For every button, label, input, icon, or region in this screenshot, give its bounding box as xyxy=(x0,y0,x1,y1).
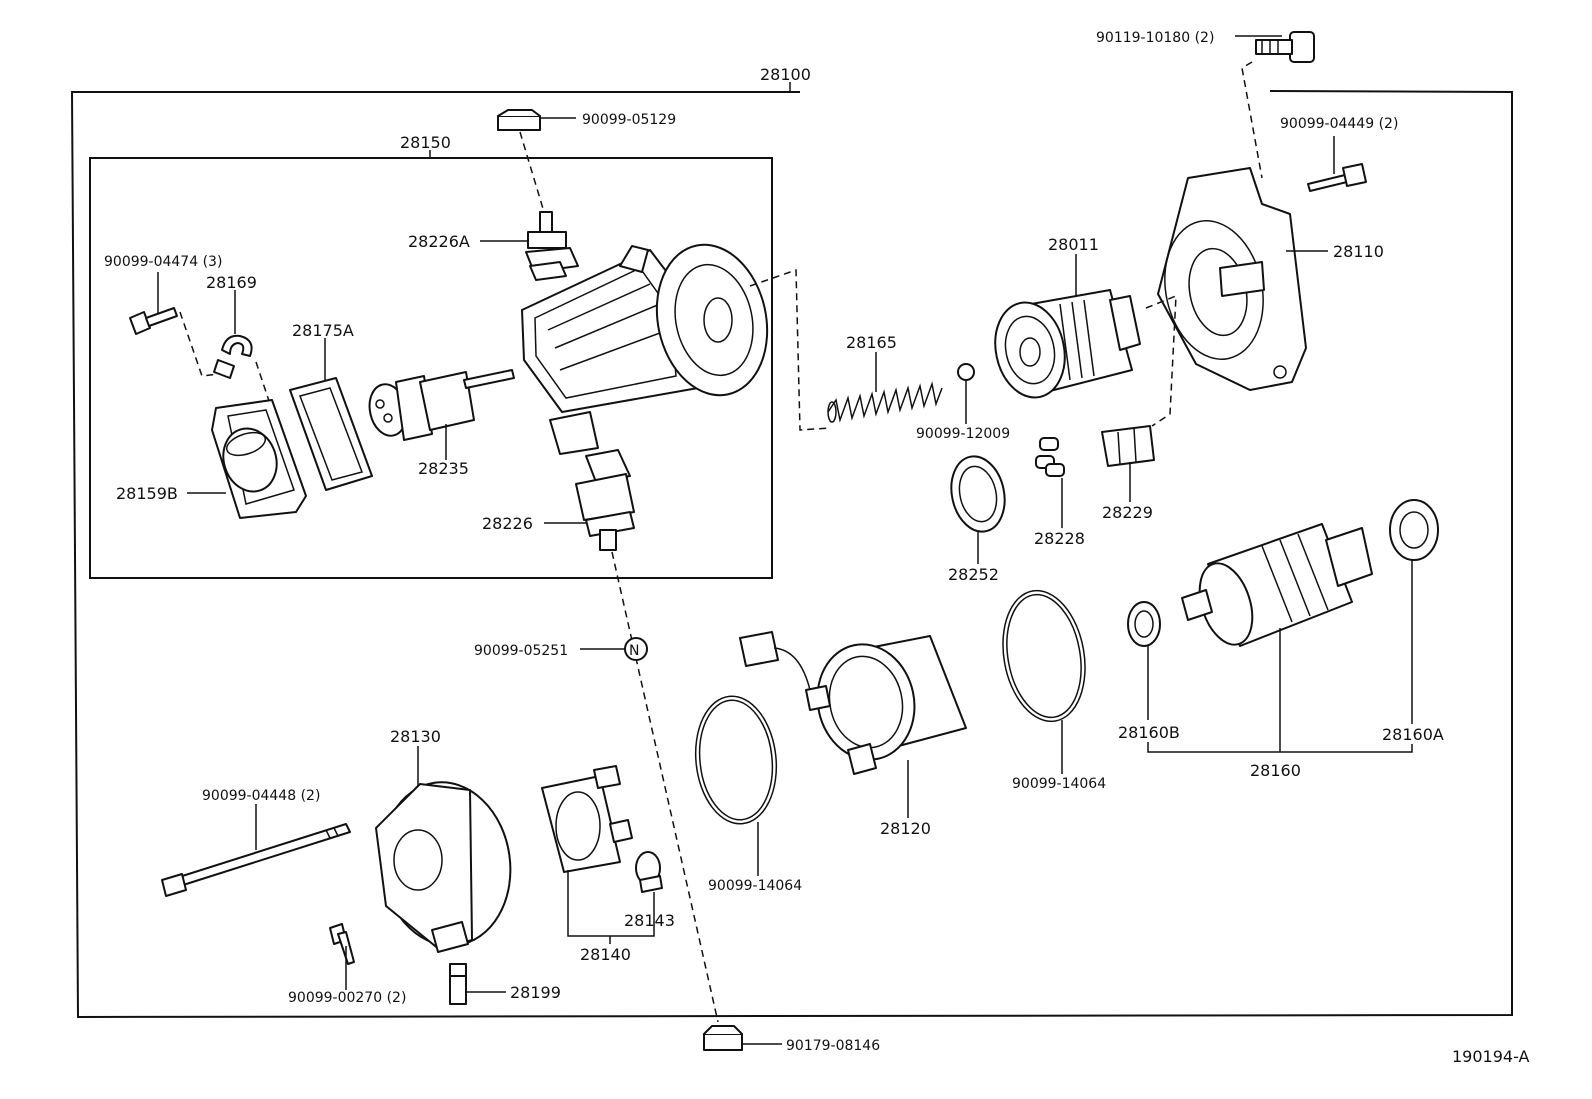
through-bolt-part xyxy=(161,823,351,897)
label-retainer: 28229 xyxy=(1102,503,1153,522)
assembly-frame xyxy=(70,90,1513,1019)
label-diagram-code: 190194-A xyxy=(1452,1047,1530,1066)
label-brush-holder: 28140 xyxy=(580,945,631,964)
label-clip: 28169 xyxy=(206,273,257,292)
nut-mid-part: N xyxy=(624,637,648,661)
svg-text:N: N xyxy=(629,643,639,659)
label-nut-bottom: 90179-08146 xyxy=(786,1038,880,1054)
retainer-dash xyxy=(1145,294,1177,427)
nut-top-part xyxy=(497,109,541,131)
label-yoke: 28120 xyxy=(880,819,931,838)
housing-part xyxy=(1157,167,1307,391)
clip-dash xyxy=(255,361,271,405)
end-frame-part xyxy=(375,781,512,953)
label-end-frame: 28130 xyxy=(390,727,441,746)
switch-cover-part xyxy=(211,399,307,519)
nut-top-dash xyxy=(519,131,545,213)
oring-left-part xyxy=(694,695,778,825)
armature-part xyxy=(1181,523,1373,647)
terminal-bolt-part xyxy=(575,449,635,551)
brush-holder-part xyxy=(541,765,633,873)
label-ball: 90099-12009 xyxy=(916,426,1010,442)
label-plunger: 28235 xyxy=(418,459,469,478)
clip-part xyxy=(213,334,253,379)
bolt-cover-dash xyxy=(179,311,219,377)
bolt-top-right-part xyxy=(1255,31,1315,63)
bolt-cover-part xyxy=(129,307,178,335)
label-terminal-bolt: 28226 xyxy=(482,514,533,533)
brush-spring-part xyxy=(635,851,663,893)
oring-right-part xyxy=(1002,589,1086,723)
retainer-part xyxy=(1101,425,1155,467)
bearing-b-part xyxy=(1127,601,1161,647)
terminal-bolt-a-part xyxy=(525,211,579,281)
label-nut-top: 90099-05129 xyxy=(582,112,676,128)
label-bearing-a: 28160A xyxy=(1382,725,1444,744)
gasket-part xyxy=(289,377,373,491)
subassembly-frame xyxy=(89,157,773,579)
label-armature: 28160 xyxy=(1250,761,1301,780)
label-subassembly: 28150 xyxy=(400,133,451,152)
label-screw: 90099-00270 (2) xyxy=(288,990,406,1006)
label-oring-left: 90099-14064 xyxy=(708,878,802,894)
label-brush-spring: 28143 xyxy=(624,911,675,930)
label-bolt-cover: 90099-04474 (3) xyxy=(104,254,222,270)
label-assembly-main: 28100 xyxy=(760,65,811,84)
spring-part xyxy=(827,381,943,423)
yoke-part xyxy=(739,631,967,775)
label-spring: 28165 xyxy=(846,333,897,352)
label-idle-gear: 28252 xyxy=(948,565,999,584)
label-through-bolt: 90099-04448 (2) xyxy=(202,788,320,804)
label-switch-cover: 28159B xyxy=(116,484,178,503)
label-bearing-b: 28160B xyxy=(1118,723,1180,742)
label-rollers: 28228 xyxy=(1034,529,1085,548)
bearing-a-part xyxy=(1389,499,1439,561)
screw-part xyxy=(329,923,355,965)
label-bolt-right: 90099-04449 (2) xyxy=(1280,116,1398,132)
armature-bracket xyxy=(1147,742,1413,753)
label-oring-right: 90099-14064 xyxy=(1012,776,1106,792)
plunger-part xyxy=(368,369,515,441)
idle-gear-part xyxy=(950,455,1006,533)
label-housing: 28110 xyxy=(1333,242,1384,261)
clutch-part xyxy=(994,289,1141,399)
label-clutch: 28011 xyxy=(1048,235,1099,254)
rollers-part xyxy=(1035,437,1065,477)
solenoid-housing-part xyxy=(521,243,769,455)
label-bolt-top-right: 90119-10180 (2) xyxy=(1096,30,1214,46)
label-nut-mid: 90099-05251 xyxy=(474,643,568,659)
label-terminal: 28199 xyxy=(510,983,561,1002)
bolt-right-part xyxy=(1307,163,1367,192)
housing-dash xyxy=(749,268,831,431)
terminal-part xyxy=(449,963,467,1005)
label-terminal-bolt-a: 28226A xyxy=(408,232,470,251)
label-gasket: 28175A xyxy=(292,321,354,340)
brush-holder-bracket xyxy=(567,870,655,937)
center-dash xyxy=(611,551,719,1023)
bolt-top-right-dash xyxy=(1241,61,1263,179)
ball-part xyxy=(957,363,975,381)
nut-bottom-part xyxy=(703,1025,743,1051)
